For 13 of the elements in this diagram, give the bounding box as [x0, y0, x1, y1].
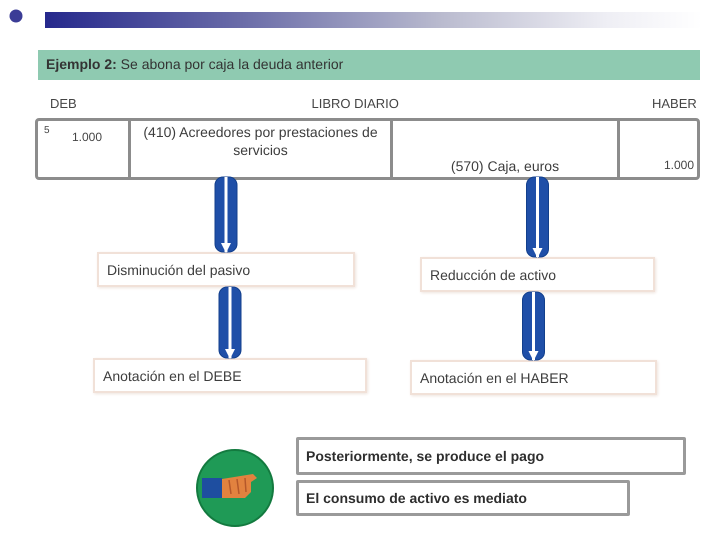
title-banner: Ejemplo 2: Se abona por caja la deuda anterior [38, 50, 700, 80]
note-box: Posteriormente, se produce el pago [296, 437, 686, 475]
column-header: HABER [652, 96, 697, 111]
concept-box: Anotación en el HABER [410, 360, 657, 395]
column-header: LIBRO DIARIO [312, 96, 399, 111]
column-header: DEB [50, 96, 77, 111]
amount: 1.000 [72, 130, 102, 145]
note-box: El consumo de activo es mediato [296, 480, 630, 516]
concept-box: Disminución del pasivo [97, 252, 355, 287]
amount: 1.000 [664, 158, 694, 173]
entry-number: 5 [44, 124, 50, 138]
concept-box: Anotación en el DEBE [93, 358, 367, 393]
concept-box: Reducción de activo [420, 257, 655, 292]
